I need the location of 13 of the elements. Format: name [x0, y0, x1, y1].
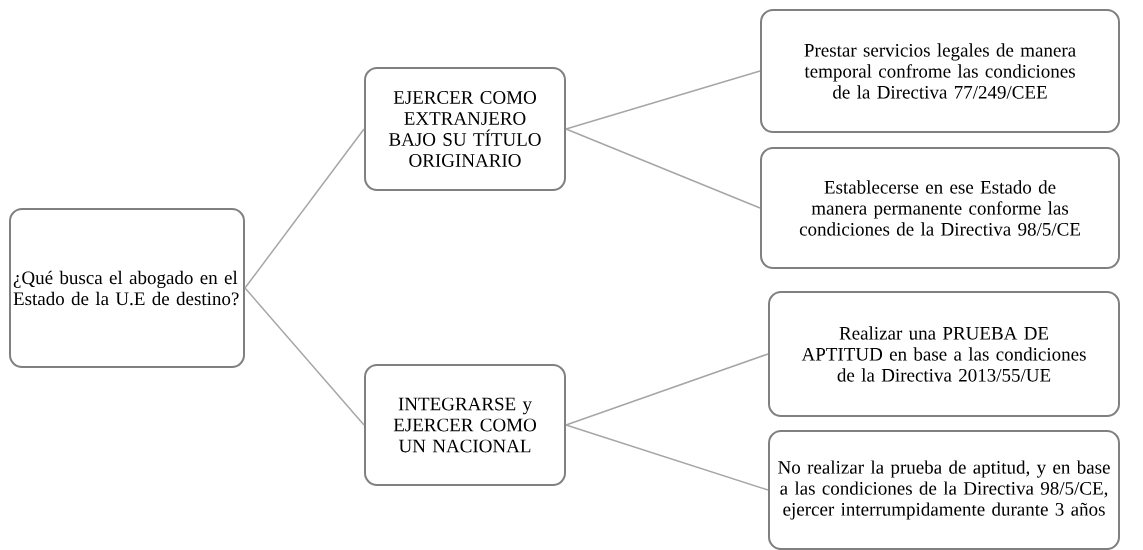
- text-box: No realizar la prueba de aptitud, y en base a las condiciones de la Directiva 98/5/CE, ejercer interrumpidamente durante 3 años: [768, 430, 1120, 550]
- connector-line: [244, 287, 365, 426]
- connector-line: [565, 424, 769, 491]
- text-box: Prestar servicios legales de manera temporal confrome las condiciones de la Directiva 77/249/CEE: [760, 9, 1120, 133]
- text-box: ¿Qué busca el abogado en el Estado de la U.E de destino?: [9, 208, 245, 368]
- text-box: Realizar una PRUEBA DE APTITUD en base a las condiciones de la Directiva 2013/55/UE: [768, 291, 1120, 417]
- text-box: EJERCER COMO EXTRANJERO BAJO SU TÍTULO ORIGINARIO: [364, 67, 566, 191]
- text-box: INTEGRARSE y EJERCER COMO UN NACIONAL: [364, 364, 566, 486]
- connector-line: [565, 353, 769, 426]
- connector-line: [244, 128, 365, 289]
- connector-line: [565, 128, 761, 209]
- text-box: Establecerse en ese Estado de manera permanente conforme las condiciones de la Directiva 98/5/CE: [760, 147, 1120, 269]
- connector-line: [565, 70, 761, 130]
